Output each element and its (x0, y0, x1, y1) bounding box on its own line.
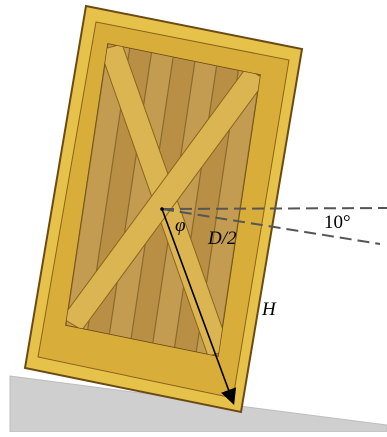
center-of-mass-dot (160, 207, 164, 211)
crate-plank-seam (173, 66, 218, 348)
height-arrow (161, 208, 237, 406)
crate-plank (196, 70, 260, 356)
crate-plank (66, 44, 130, 330)
tilted-dashed-line (161, 208, 381, 245)
crate-plank-seam (108, 52, 153, 334)
half-depth-label: D/2 (207, 228, 237, 249)
horizontal-dashed-line (161, 207, 387, 210)
phi-label: φ (175, 215, 186, 236)
tilt-angle-label: 10° (324, 212, 351, 233)
height-label: H (261, 299, 277, 320)
